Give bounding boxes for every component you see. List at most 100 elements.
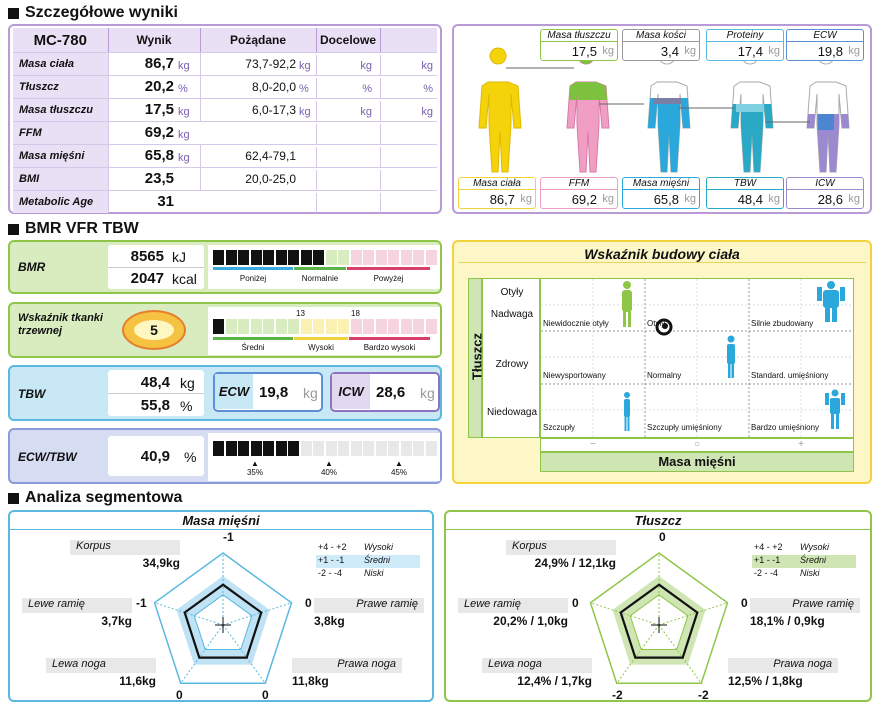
- segment-title: Masa mięśni: [10, 512, 432, 530]
- body-type-cell: Bardzo umięśniony: [751, 423, 820, 432]
- fat-row-label: Zdrowy: [495, 359, 529, 370]
- gauge-segment: [338, 250, 349, 265]
- desired-range: 6,0-17,3: [200, 99, 296, 121]
- radar-score: -1: [223, 530, 234, 544]
- figure-tbw: [730, 47, 774, 173]
- gauge-segment: [425, 441, 437, 456]
- fat-row-label: Niedowaga: [486, 407, 538, 418]
- figure-icw: [806, 47, 850, 173]
- gauge-segment: [400, 441, 412, 456]
- gauge-segment: [388, 250, 399, 265]
- muscle-axis-label: Masa mięśni: [540, 452, 854, 472]
- gauge-segment: [213, 250, 224, 265]
- gauge-segment: [288, 250, 299, 265]
- body-figures: [478, 47, 850, 173]
- radar-chart: [589, 552, 729, 684]
- result-value: 31: [108, 191, 174, 213]
- gauge-segment: [413, 250, 424, 265]
- gauge-segment: [300, 319, 312, 334]
- gauge-segment: [425, 250, 437, 265]
- strong-figure-icon: [817, 281, 845, 322]
- gauge-segment: [400, 250, 412, 265]
- gauge-segment: [325, 319, 337, 334]
- result-value: 23,5: [108, 168, 174, 190]
- ecw-tbw-gauge: ▲35% ▲40% ▲45%: [208, 433, 440, 481]
- header-pozadane: Pożądane: [199, 28, 316, 52]
- gauge-segment: [250, 441, 262, 456]
- gauge-segment: [275, 441, 287, 456]
- gauge-segment: [250, 319, 262, 334]
- segment-label: Prawa noga: [292, 658, 402, 673]
- ecw-box: ECW 19,8 kg: [213, 372, 323, 412]
- body-type-cell: Otyły: [647, 319, 666, 328]
- result-label: Metabolic Age: [13, 191, 108, 213]
- tbw-kg-value: 48,4: [140, 374, 170, 391]
- gauge-segment: [375, 319, 387, 334]
- tbw-label: TBW: [18, 387, 46, 401]
- result-label: Masa ciała: [13, 53, 108, 75]
- gauge-segment: [325, 441, 337, 456]
- gauge-segment: [263, 319, 274, 334]
- segment-value: 11,6kg: [119, 674, 156, 688]
- gauge-segment: [275, 250, 287, 265]
- header-docelowe: Docelowe: [315, 28, 380, 52]
- gauge-segment: [300, 250, 312, 265]
- body-type-cell: Niewysportowany: [543, 371, 606, 380]
- tbw-panel: TBW 48,4 kg 55,8 % ECW 19,8 kg ICW 28,6 …: [8, 365, 442, 421]
- result-value: 69,2: [108, 122, 174, 144]
- segment-label: Korpus: [506, 540, 616, 555]
- body-type-cell: Szczupły: [543, 423, 576, 432]
- thin-figure-icon: [624, 392, 630, 431]
- gauge-segment: [413, 319, 424, 334]
- gauge-segment: [388, 441, 399, 456]
- segment-value: 24,9% / 12,1kg: [534, 556, 616, 570]
- segment-label: Prawe ramię: [750, 598, 860, 613]
- ecw-value: 19,8: [259, 384, 289, 401]
- figure-body-mass: [478, 47, 522, 173]
- result-value: 86,7: [108, 53, 174, 75]
- gauge-segment: [363, 441, 374, 456]
- segment-label: Prawe ramię: [314, 598, 424, 613]
- header-wynik: Wynik: [107, 28, 200, 52]
- radar-score: 0: [659, 530, 666, 544]
- result-label: Masa mięśni: [13, 145, 108, 167]
- section-title-segment: Analiza segmentowa: [8, 489, 182, 507]
- gauge-segment: [225, 441, 237, 456]
- vfr-badge: 5: [122, 310, 186, 350]
- gauge-segment: [288, 319, 299, 334]
- ecw-tbw-panel: ECW/TBW 40,9 % ▲35% ▲40% ▲45%: [8, 428, 442, 484]
- gauge-segment: [350, 441, 362, 456]
- hidden-obese-figure-icon: [622, 281, 632, 327]
- result-value: 17,5: [108, 99, 174, 121]
- result-label: BMI: [13, 168, 108, 190]
- gauge-segment: [363, 250, 374, 265]
- tbw-pct-value: 55,8: [140, 397, 170, 414]
- segment-value: 20,2% / 1,0kg: [493, 614, 568, 628]
- model-name: MC-780: [13, 28, 108, 52]
- desired-range: 62,4-79,1: [200, 145, 296, 167]
- bmr-kcal-value: 2047: [130, 270, 164, 287]
- body-type-cell: Szczupły umięśniony: [647, 423, 722, 432]
- gauge-segment: [325, 250, 337, 265]
- results-table-panel: MC-780 Wynik Pożądane Docelowe Masa ciał…: [8, 24, 442, 214]
- desired-range: 73,7-92,2: [200, 53, 296, 75]
- gauge-segment: [250, 250, 262, 265]
- gauge-segment: [388, 319, 399, 334]
- radar-score: -1: [136, 596, 147, 610]
- result-label: Masa tłuszczu: [13, 99, 108, 121]
- square-bullet-icon: [8, 223, 19, 235]
- gauge-segment: [375, 250, 387, 265]
- segment-label: Lewe ramię: [458, 598, 568, 613]
- vfr-gauge: 13 18 Średni Wysoki Bardzo wysoki: [208, 307, 440, 355]
- segment-value: 3,7kg: [101, 614, 132, 628]
